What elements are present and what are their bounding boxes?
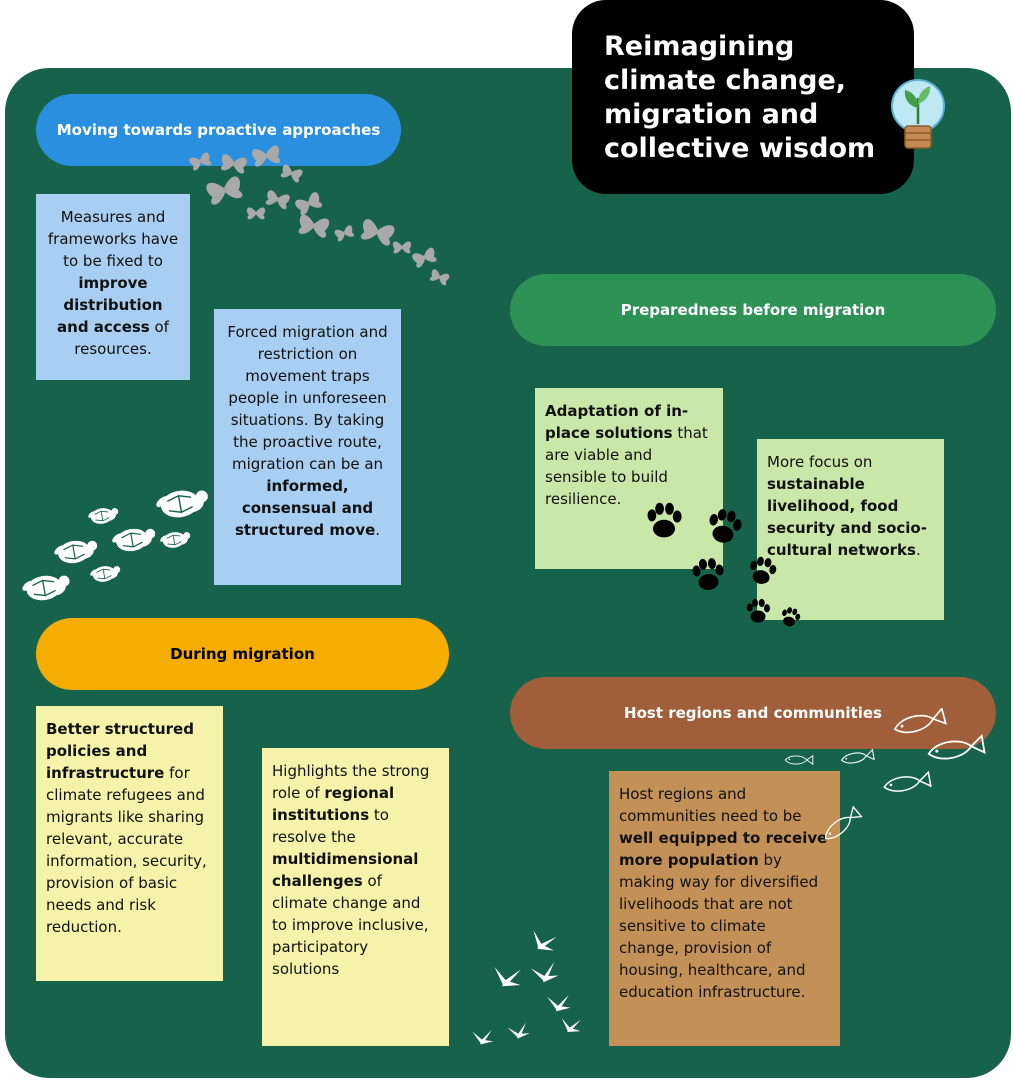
note-emphasis: regional institutions xyxy=(272,784,395,824)
note-in-place-solutions: Adaptation of in-place solutions that ar… xyxy=(535,388,723,569)
note-emphasis: informed, consensual and structured move xyxy=(234,477,376,539)
heading-proactive-approaches: Moving towards proactive approaches xyxy=(36,94,401,166)
bird-flock-icon xyxy=(472,928,583,1045)
heading-during-migration: During migration xyxy=(36,618,449,690)
note-text: to resolve the xyxy=(272,806,389,846)
note-forced-migration: Forced migration and restriction on move… xyxy=(214,309,401,585)
note-text: by making way for diversified livelihood… xyxy=(619,851,819,1001)
note-text: . xyxy=(375,521,381,539)
note-emphasis: Better structured policies and infrastru… xyxy=(46,720,194,782)
heading-preparedness: Preparedness before migration xyxy=(510,274,996,346)
note-text: of resources. xyxy=(74,318,169,358)
paw-prints-icon xyxy=(647,502,802,629)
note-text: Measures and frameworks have to be fixed… xyxy=(47,208,179,270)
note-emphasis: multidimensional challenges xyxy=(272,850,419,890)
note-regional-institutions: Highlights the strong role of regional i… xyxy=(262,748,449,1046)
note-emphasis: well equipped to receive more population xyxy=(619,829,828,869)
page-title: Reimagining climate change, migration an… xyxy=(604,31,876,164)
heading-host-regions: Host regions and communities xyxy=(510,677,996,749)
note-emphasis: Adaptation of in-place solutions xyxy=(545,402,689,442)
note-sustainable-livelihood: More focus on sustainable livelihood, fo… xyxy=(757,439,944,620)
note-text: for climate refugees and migrants like s… xyxy=(46,764,207,936)
note-emphasis: sustainable livelihood, food security an… xyxy=(767,475,927,559)
note-text: More focus on xyxy=(767,453,873,471)
note-structured-policies: Better structured policies and infrastru… xyxy=(36,706,223,981)
note-text: of climate change and to improve inclusi… xyxy=(272,872,429,978)
note-text: Host regions and communities need to be xyxy=(619,785,802,825)
note-text: that are viable and sensible to build re… xyxy=(545,424,708,508)
note-text: Highlights the strong role of xyxy=(272,762,430,802)
note-emphasis: improve distribution and access xyxy=(57,274,163,336)
title-box: Reimagining climate change, migration an… xyxy=(572,0,914,194)
note-text: . xyxy=(915,541,921,559)
note-distribution-access: Measures and frameworks have to be fixed… xyxy=(36,194,190,380)
turtle-group-icon xyxy=(20,485,212,605)
butterfly-flock-icon xyxy=(188,144,451,287)
note-text: Forced migration and restriction on move… xyxy=(227,323,388,473)
fish-school-icon xyxy=(784,708,986,844)
lightbulb-plant-icon xyxy=(891,79,945,149)
note-host-communities: Host regions and communities need to be … xyxy=(609,771,840,1046)
